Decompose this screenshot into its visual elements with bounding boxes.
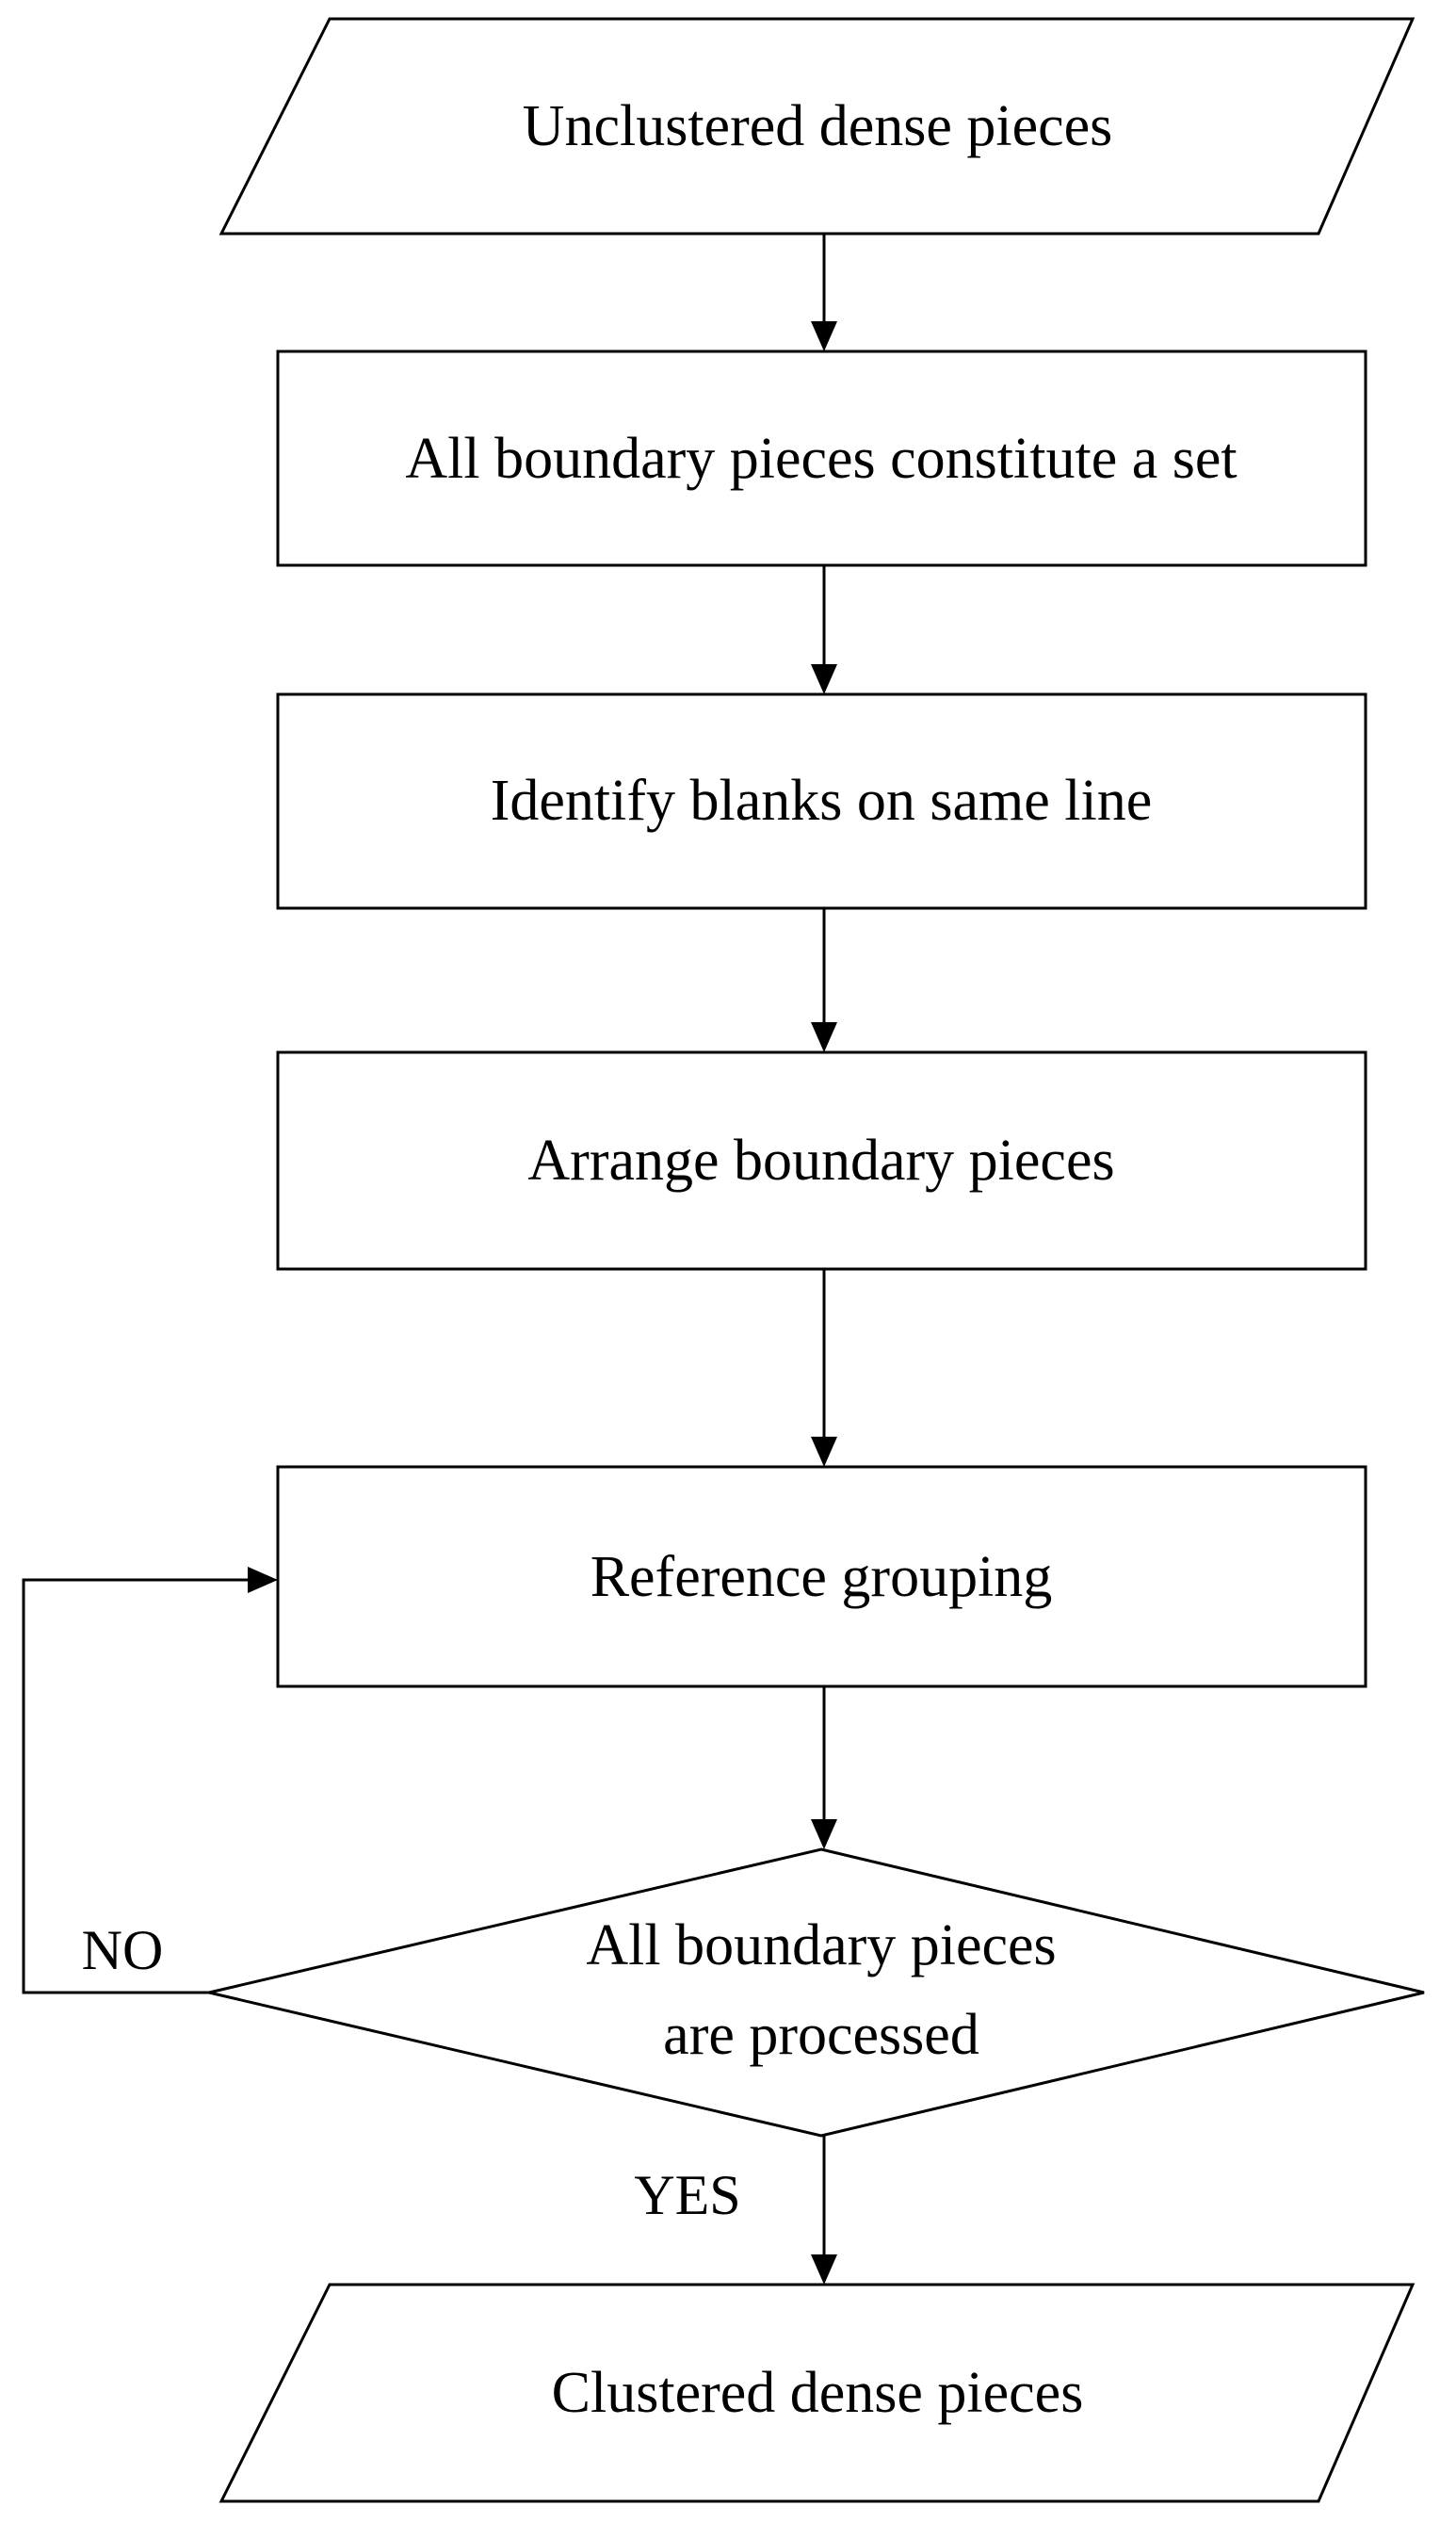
- decision-node-shape: [208, 1847, 1425, 2138]
- step-4-box: [276, 1465, 1367, 1688]
- edge-step-3-to-step-4: [811, 1269, 837, 1467]
- input-node-shape: [218, 17, 1416, 236]
- decision-label-line-2: are processed: [663, 2003, 979, 2067]
- input-node-label: Unclustered dense pieces: [523, 94, 1113, 158]
- step-3-label: Arrange boundary pieces: [527, 1129, 1114, 1193]
- edge-decision-no-loop: [22, 1567, 278, 1994]
- edge-step-4-to-decision: [811, 1686, 837, 1849]
- edge-step-1-to-step-2: [811, 565, 837, 694]
- step-1-box: [276, 350, 1367, 567]
- output-node-shape: [218, 2283, 1416, 2503]
- edge-label-no: NO: [82, 1919, 164, 1981]
- step-1-label: All boundary pieces constitute a set: [405, 427, 1237, 491]
- step-2-box: [276, 692, 1367, 910]
- decision-label-line-1: All boundary pieces: [586, 1913, 1056, 1977]
- output-node-label: Clustered dense pieces: [552, 2361, 1084, 2425]
- edge-step-2-to-step-3: [811, 908, 837, 1052]
- step-3-box: [276, 1050, 1367, 1271]
- edge-input-to-step-1: [811, 234, 837, 351]
- edge-label-yes: YES: [634, 2164, 740, 2226]
- edge-decision-yes-to-output: [811, 2136, 837, 2285]
- step-2-label: Identify blanks on same line: [491, 769, 1153, 833]
- step-4-label: Reference grouping: [590, 1545, 1053, 1609]
